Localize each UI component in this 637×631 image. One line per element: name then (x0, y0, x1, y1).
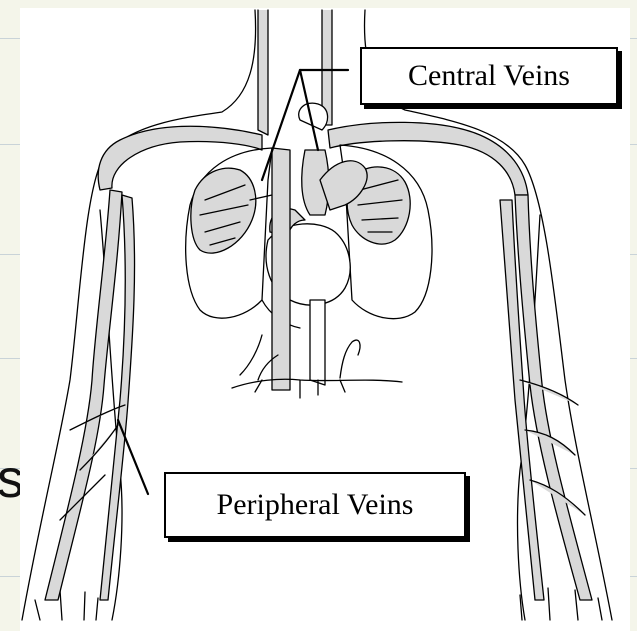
right-arm-veins (500, 195, 592, 600)
central-veins-label: Central Veins (360, 47, 618, 105)
peripheral-veins-label: Peripheral Veins (164, 472, 466, 538)
